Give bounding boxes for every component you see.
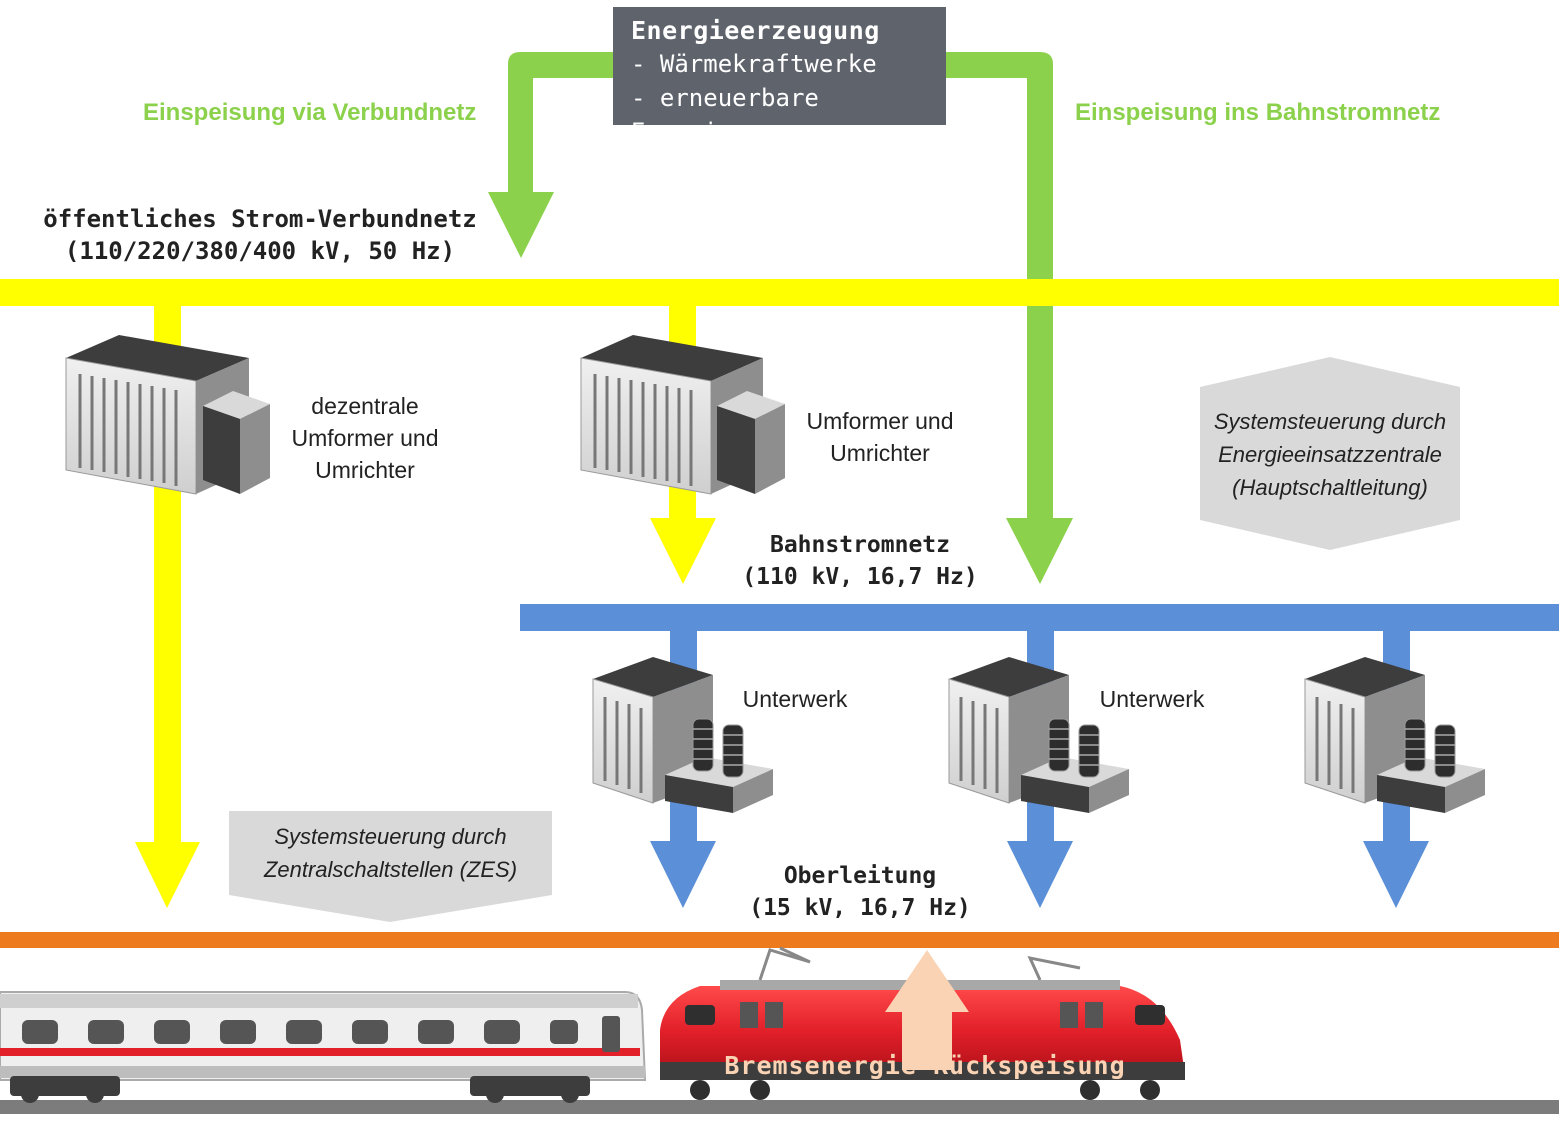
- rail-grid-label: Bahnstromnetz (110 kV, 16,7 Hz): [700, 529, 1020, 593]
- converter-central-icon: [580, 335, 785, 495]
- converter-decentral-label: dezentrale Umformer und Umrichter: [270, 390, 460, 486]
- control-ezs-label: Systemsteuerung durch Energieeinsatzzent…: [1200, 405, 1460, 504]
- control-ezs-shape: [1200, 357, 1460, 550]
- brake-energy-arrow: [885, 950, 969, 1070]
- converter-decentral-icon: [65, 335, 270, 495]
- converter-central-label: Umformer und Umrichter: [790, 405, 970, 469]
- feed-label-right: Einspeisung ins Bahnstromnetz: [1075, 99, 1441, 126]
- generation-title: Energieerzeugung: [631, 16, 880, 45]
- control-zes-line: Systemsteuerung durch: [274, 824, 507, 849]
- catenary-line: [0, 932, 1559, 948]
- generation-item: - erneuerbare Energien: [631, 84, 819, 146]
- generation-box: Energieerzeugung - Wärmekraftwerke - ern…: [613, 7, 946, 146]
- rail-grid-line: [520, 604, 1559, 631]
- catenary-name: Oberleitung: [783, 863, 937, 889]
- catenary-spec: (15 kV, 16,7 Hz): [749, 895, 971, 921]
- control-ezs-line: Energieeinsatzzentrale: [1218, 442, 1442, 467]
- control-ezs-line: (Hauptschaltleitung): [1232, 475, 1428, 500]
- passenger-coach-icon: [0, 991, 647, 1103]
- control-zes-label: Systemsteuerung durch Zentralschaltstell…: [229, 820, 552, 886]
- rail-grid-spec: (110 kV, 16,7 Hz): [742, 564, 978, 590]
- control-ezs-line: Systemsteuerung durch: [1213, 409, 1447, 434]
- substation-label-2: Unterwerk: [1099, 686, 1205, 712]
- converter-decentral-line: dezentrale: [311, 393, 419, 419]
- generation-item: - Wärmekraftwerke: [631, 50, 877, 78]
- converter-central-line: Umformer und: [806, 408, 954, 434]
- public-grid-spec: (110/220/380/400 kV, 50 Hz): [64, 237, 456, 265]
- brake-energy-label: Bremsenergie-Rückspeisung: [724, 1051, 1126, 1080]
- substation-2-icon: [948, 657, 1129, 813]
- substation-1-icon: [592, 657, 773, 813]
- converter-decentral-line: Umrichter: [315, 457, 415, 483]
- substation-label-1: Unterwerk: [742, 686, 848, 712]
- control-zes-shape: [229, 811, 552, 922]
- rail-grid-name: Bahnstromnetz: [769, 532, 950, 558]
- public-grid-name: öffentliches Strom-Verbundnetz: [43, 205, 477, 233]
- control-zes-line: Zentralschaltstellen (ZES): [263, 857, 518, 882]
- converter-central-line: Umrichter: [830, 440, 930, 466]
- public-grid-line: [0, 279, 1559, 306]
- track: [0, 1100, 1559, 1114]
- public-grid-label: öffentliches Strom-Verbundnetz (110/220/…: [40, 203, 480, 267]
- feed-label-left: Einspeisung via Verbundnetz: [143, 99, 477, 126]
- substation-3-icon: [1304, 657, 1485, 813]
- catenary-label: Oberleitung (15 kV, 16,7 Hz): [720, 860, 1000, 924]
- converter-decentral-line: Umformer und: [291, 425, 439, 451]
